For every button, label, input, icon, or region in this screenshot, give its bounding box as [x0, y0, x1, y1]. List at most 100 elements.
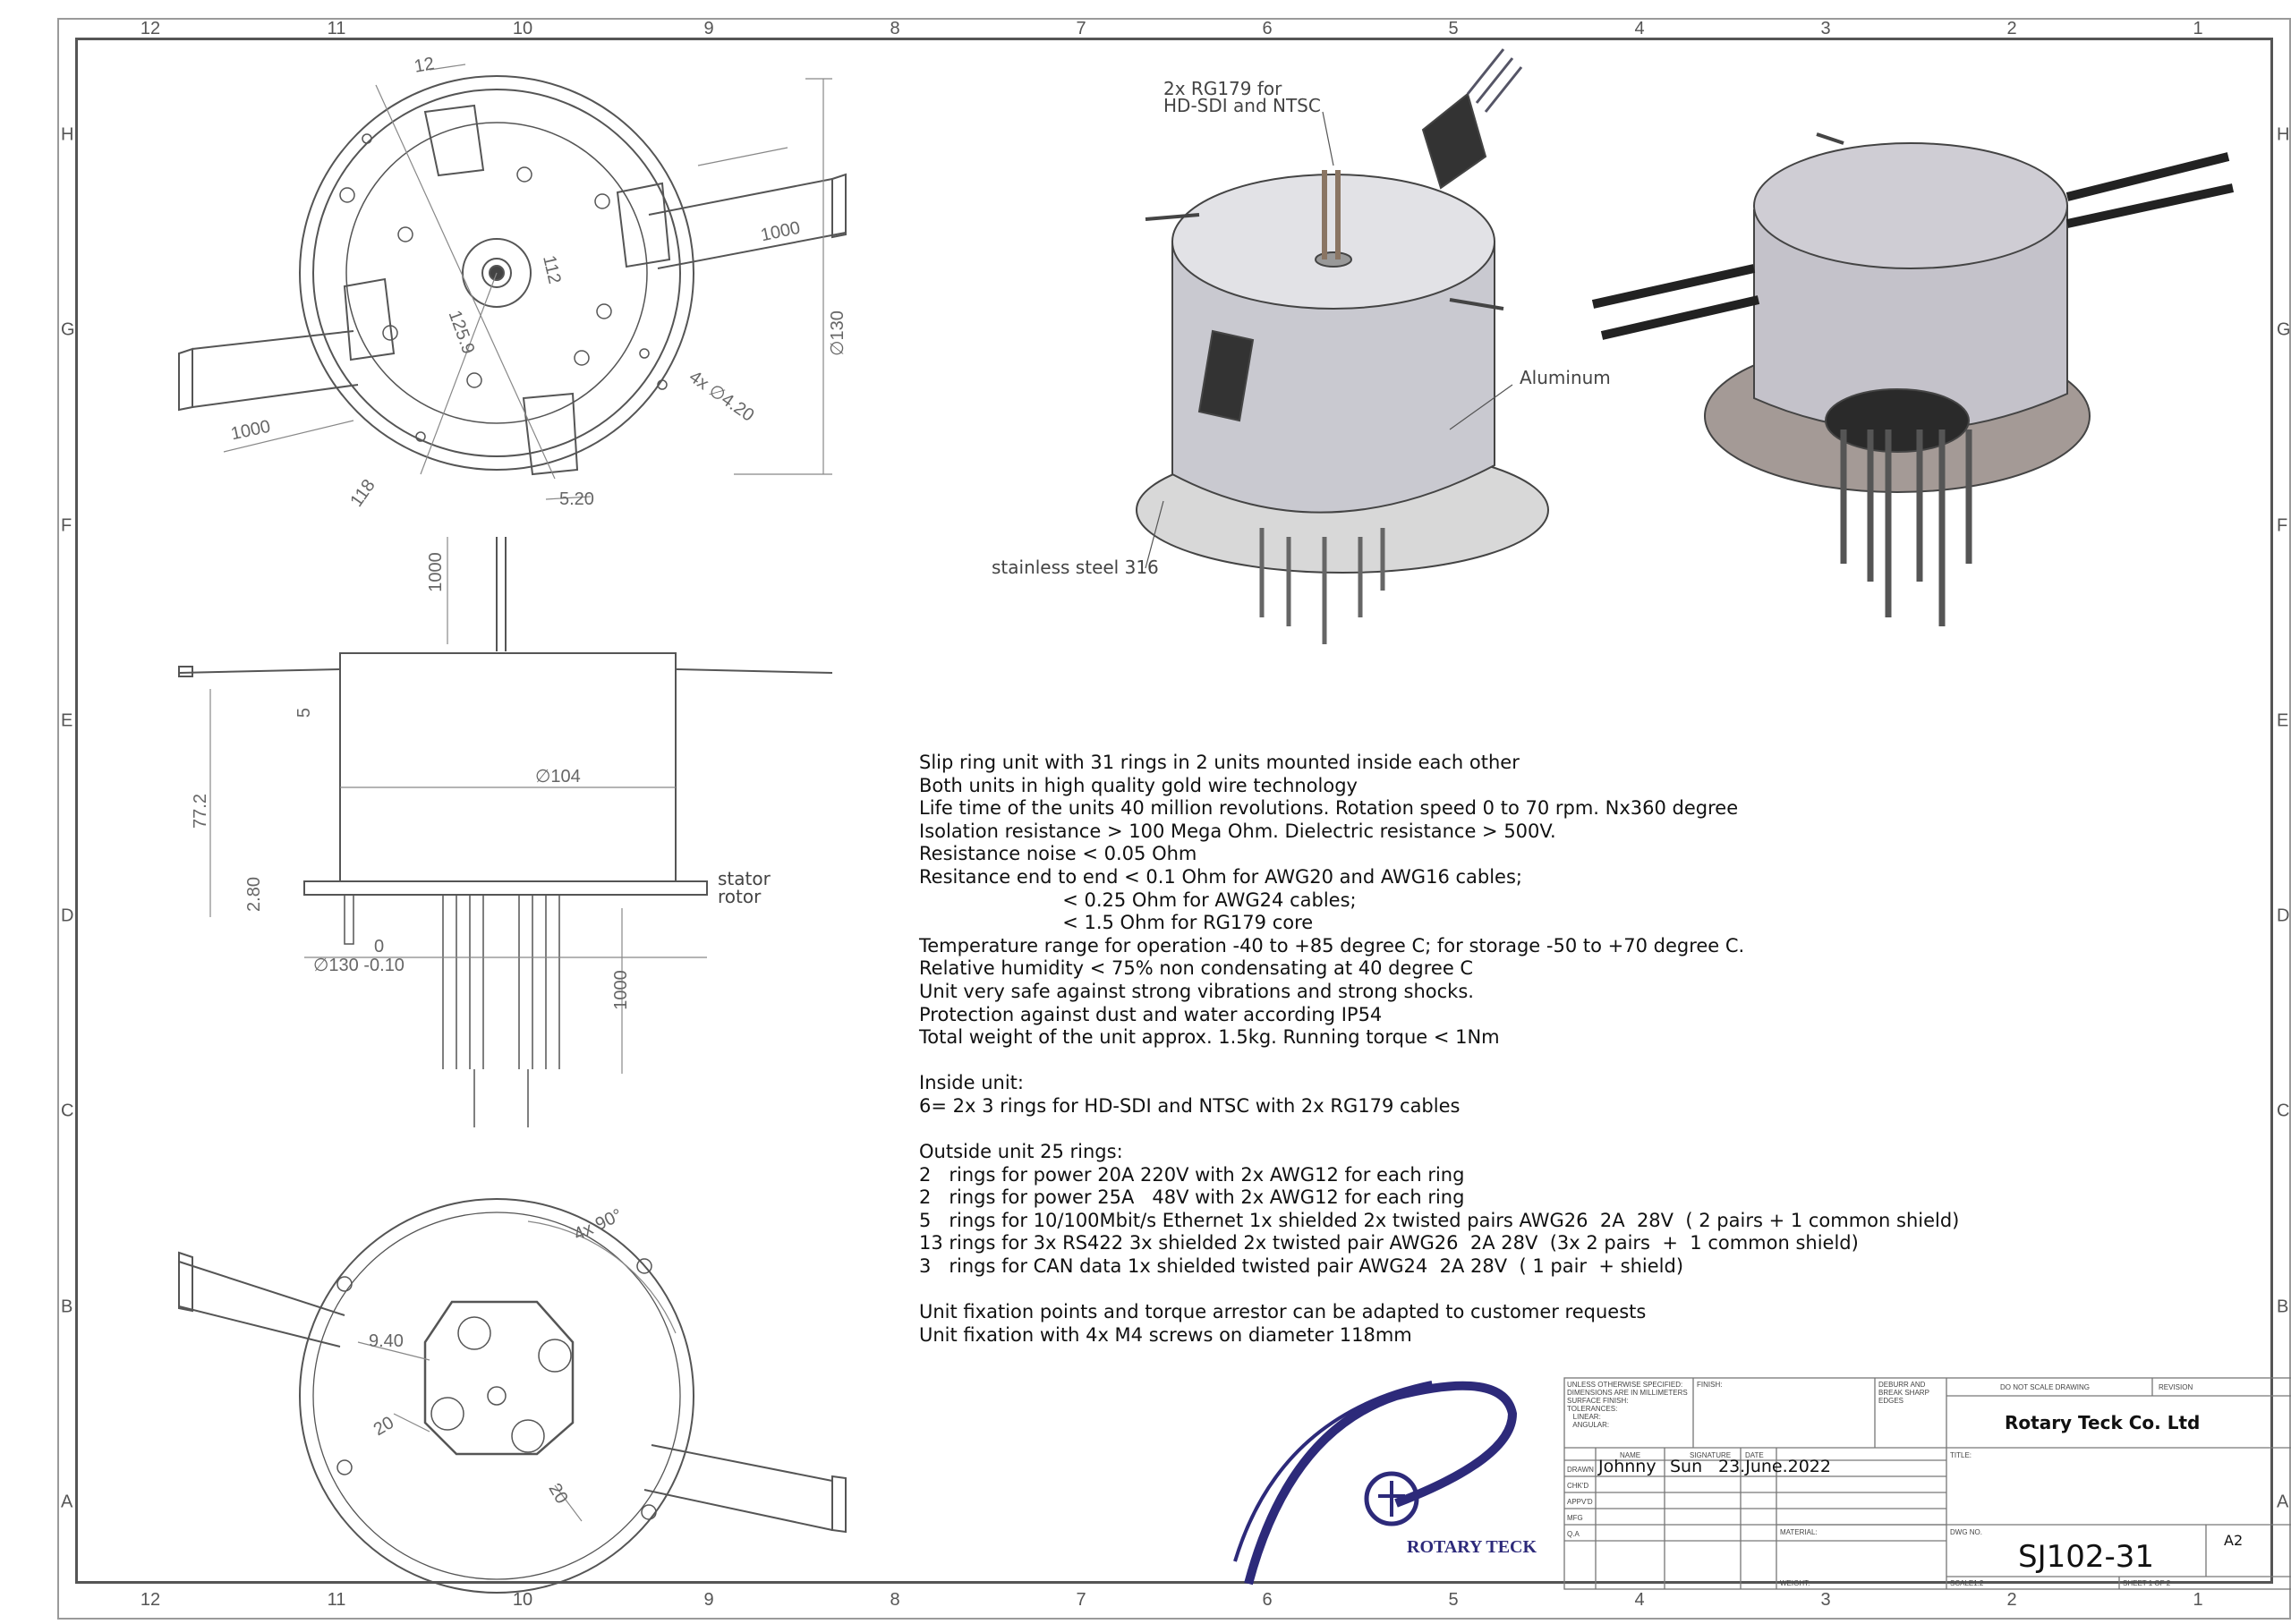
- iso-front: [1136, 48, 1549, 644]
- zone-row-left: B: [61, 1297, 73, 1317]
- spec-line: 6= 2x 3 rings for HD-SDI and NTSC with 2…: [919, 1094, 1461, 1117]
- zone-row-left: G: [61, 319, 75, 340]
- spec-line: Isolation resistance > 100 Mega Ohm. Die…: [919, 820, 1556, 842]
- top-view: [178, 64, 847, 500]
- dim-side-1000-top: 1000: [425, 552, 446, 592]
- bottom-view: [178, 1198, 847, 1594]
- label-stator: stator: [718, 868, 771, 889]
- tb-col-date: DATE: [1745, 1451, 1764, 1459]
- zone-row-left: C: [61, 1101, 74, 1121]
- tb-size: A2: [2224, 1532, 2244, 1549]
- tb-row-drawn: DRAWN: [1567, 1466, 1594, 1474]
- callout-aluminum: Aluminum: [1520, 367, 1611, 388]
- zone-col-bottom: 6: [1262, 1590, 1273, 1610]
- zone-col-bottom: 1: [2193, 1590, 2203, 1610]
- zone-col-top: 9: [703, 19, 714, 38]
- tb-general-notes: UNLESS OTHERWISE SPECIFIED: DIMENSIONS A…: [1567, 1381, 1688, 1429]
- zone-col-bottom: 10: [512, 1590, 533, 1610]
- zone-col-top: 2: [2006, 19, 2017, 38]
- spec-line: Slip ring unit with 31 rings in 2 units …: [919, 752, 1520, 773]
- spec-line: Temperature range for operation -40 to +…: [919, 934, 1745, 957]
- zone-col-bottom: 5: [1448, 1590, 1459, 1610]
- zone-row-left: E: [61, 710, 73, 731]
- tb-material-label: MATERIAL:: [1780, 1528, 1818, 1536]
- zone-row-right: F: [2277, 515, 2288, 536]
- zone-col-bottom: 12: [140, 1590, 161, 1610]
- tb-dwg-no-label: DWG NO.: [1950, 1528, 1982, 1536]
- side-view: [178, 537, 833, 1127]
- zone-row-left: D: [61, 906, 74, 926]
- tb-sheet: SHEET 1 OF 2: [2123, 1579, 2171, 1587]
- spec-line: Both units in high quality gold wire tec…: [919, 774, 1358, 796]
- tb-dwg-no: SJ102-31: [2018, 1539, 2155, 1575]
- spec-line: [919, 1050, 1959, 1073]
- zone-col-top: 12: [140, 19, 161, 38]
- zone-row-right: E: [2277, 710, 2289, 731]
- zone-row-right: C: [2277, 1101, 2290, 1121]
- dim-side-104: ∅104: [535, 767, 581, 786]
- dim-side-0: 0: [374, 937, 385, 957]
- iso-back: [1591, 132, 2235, 626]
- tb-drawn-signature: Sun: [1670, 1457, 1703, 1476]
- tb-finish-label: FINISH:: [1697, 1381, 1723, 1389]
- tb-drawn-date: 23.June.2022: [1718, 1457, 1831, 1476]
- spec-line: Unit fixation with 4x M4 screws on diame…: [919, 1323, 1412, 1346]
- spec-line: Life time of the units 40 million revolu…: [919, 797, 1739, 820]
- zone-row-right: D: [2277, 906, 2290, 926]
- zone-col-top: 11: [327, 19, 346, 38]
- spec-line: [919, 1118, 1959, 1142]
- spec-line: Unit fixation points and torque arrestor…: [919, 1301, 1647, 1323]
- dim-5-20: 5.20: [559, 489, 594, 509]
- spec-line: 13 rings for 3x RS422 3x shielded 2x twi…: [919, 1232, 1859, 1254]
- tb-row-mfg: MFG: [1567, 1514, 1583, 1522]
- spec-line: Protection against dust and water accord…: [919, 1003, 1383, 1025]
- zone-col-top: 1: [2193, 19, 2203, 38]
- logo-swoosh: [1233, 1381, 1518, 1586]
- zone-row-left: F: [61, 515, 72, 536]
- dim-side-5: 5: [294, 707, 315, 718]
- spec-line: 3 rings for CAN data 1x shielded twisted…: [919, 1255, 1684, 1278]
- zone-col-top: 6: [1262, 19, 1273, 38]
- zone-col-top: 7: [1076, 19, 1086, 38]
- spec-line: < 0.25 Ohm for AWG24 cables;: [919, 889, 1357, 911]
- zone-row-right: H: [2277, 124, 2290, 145]
- zone-row-right: B: [2277, 1297, 2289, 1317]
- spec-line: 2 rings for power 20A 220V with 2x AWG12…: [919, 1163, 1465, 1186]
- specification-text: Slip ring unit with 31 rings in 2 units …: [919, 752, 1959, 1347]
- zone-col-bottom: 8: [890, 1590, 900, 1610]
- zone-col-top: 4: [1634, 19, 1645, 38]
- spec-line: Unit very safe against strong vibrations…: [919, 980, 1474, 1002]
- tb-title-label: TITLE:: [1950, 1451, 1972, 1459]
- dim-side-1000-bottom: 1000: [610, 970, 631, 1010]
- tb-col-name: NAME: [1620, 1451, 1641, 1459]
- dim-12: 12: [413, 54, 436, 77]
- dim-130: ∅130: [827, 310, 847, 356]
- spec-line: 5 rings for 10/100Mbit/s Ethernet 1x shi…: [919, 1209, 1960, 1231]
- tb-company: Rotary Teck Co. Ltd: [2005, 1412, 2201, 1433]
- zone-row-left: H: [61, 124, 74, 145]
- spec-line: Inside unit:: [919, 1072, 1024, 1094]
- callout-rg179: 2x RG179 for HD-SDI and NTSC: [1163, 78, 1321, 116]
- label-rotor: rotor: [718, 886, 762, 907]
- tb-row-appvd: APPV'D: [1567, 1498, 1593, 1506]
- zone-col-bottom: 9: [703, 1590, 714, 1610]
- tb-scale: SCALE1:2: [1950, 1579, 1984, 1587]
- tb-row-qa: Q.A: [1567, 1530, 1580, 1538]
- zone-col-bottom: 4: [1634, 1590, 1645, 1610]
- spec-line: Outside unit 25 rings:: [919, 1141, 1123, 1163]
- dim-side-2-80: 2.80: [243, 877, 264, 912]
- tb-drawn-name: Johnny: [1598, 1457, 1657, 1476]
- zone-row-left: A: [61, 1492, 73, 1512]
- zone-col-bottom: 3: [1820, 1590, 1831, 1610]
- zone-col-top: 5: [1448, 19, 1459, 38]
- zone-row-right: A: [2277, 1492, 2289, 1512]
- zone-row-right: G: [2277, 319, 2291, 340]
- tb-deburr-label: DEBURR AND BREAK SHARP EDGES: [1878, 1381, 1929, 1405]
- tb-do-not-scale: DO NOT SCALE DRAWING: [2000, 1383, 2091, 1391]
- spec-line: [919, 1279, 1959, 1302]
- tb-weight-label: WEIGHT:: [1780, 1579, 1810, 1587]
- callout-stainless-steel: stainless steel 316: [992, 557, 1159, 578]
- dim-side-130-tol: ∅130 -0.10: [313, 956, 405, 975]
- tb-revision-label: REVISION: [2159, 1383, 2193, 1391]
